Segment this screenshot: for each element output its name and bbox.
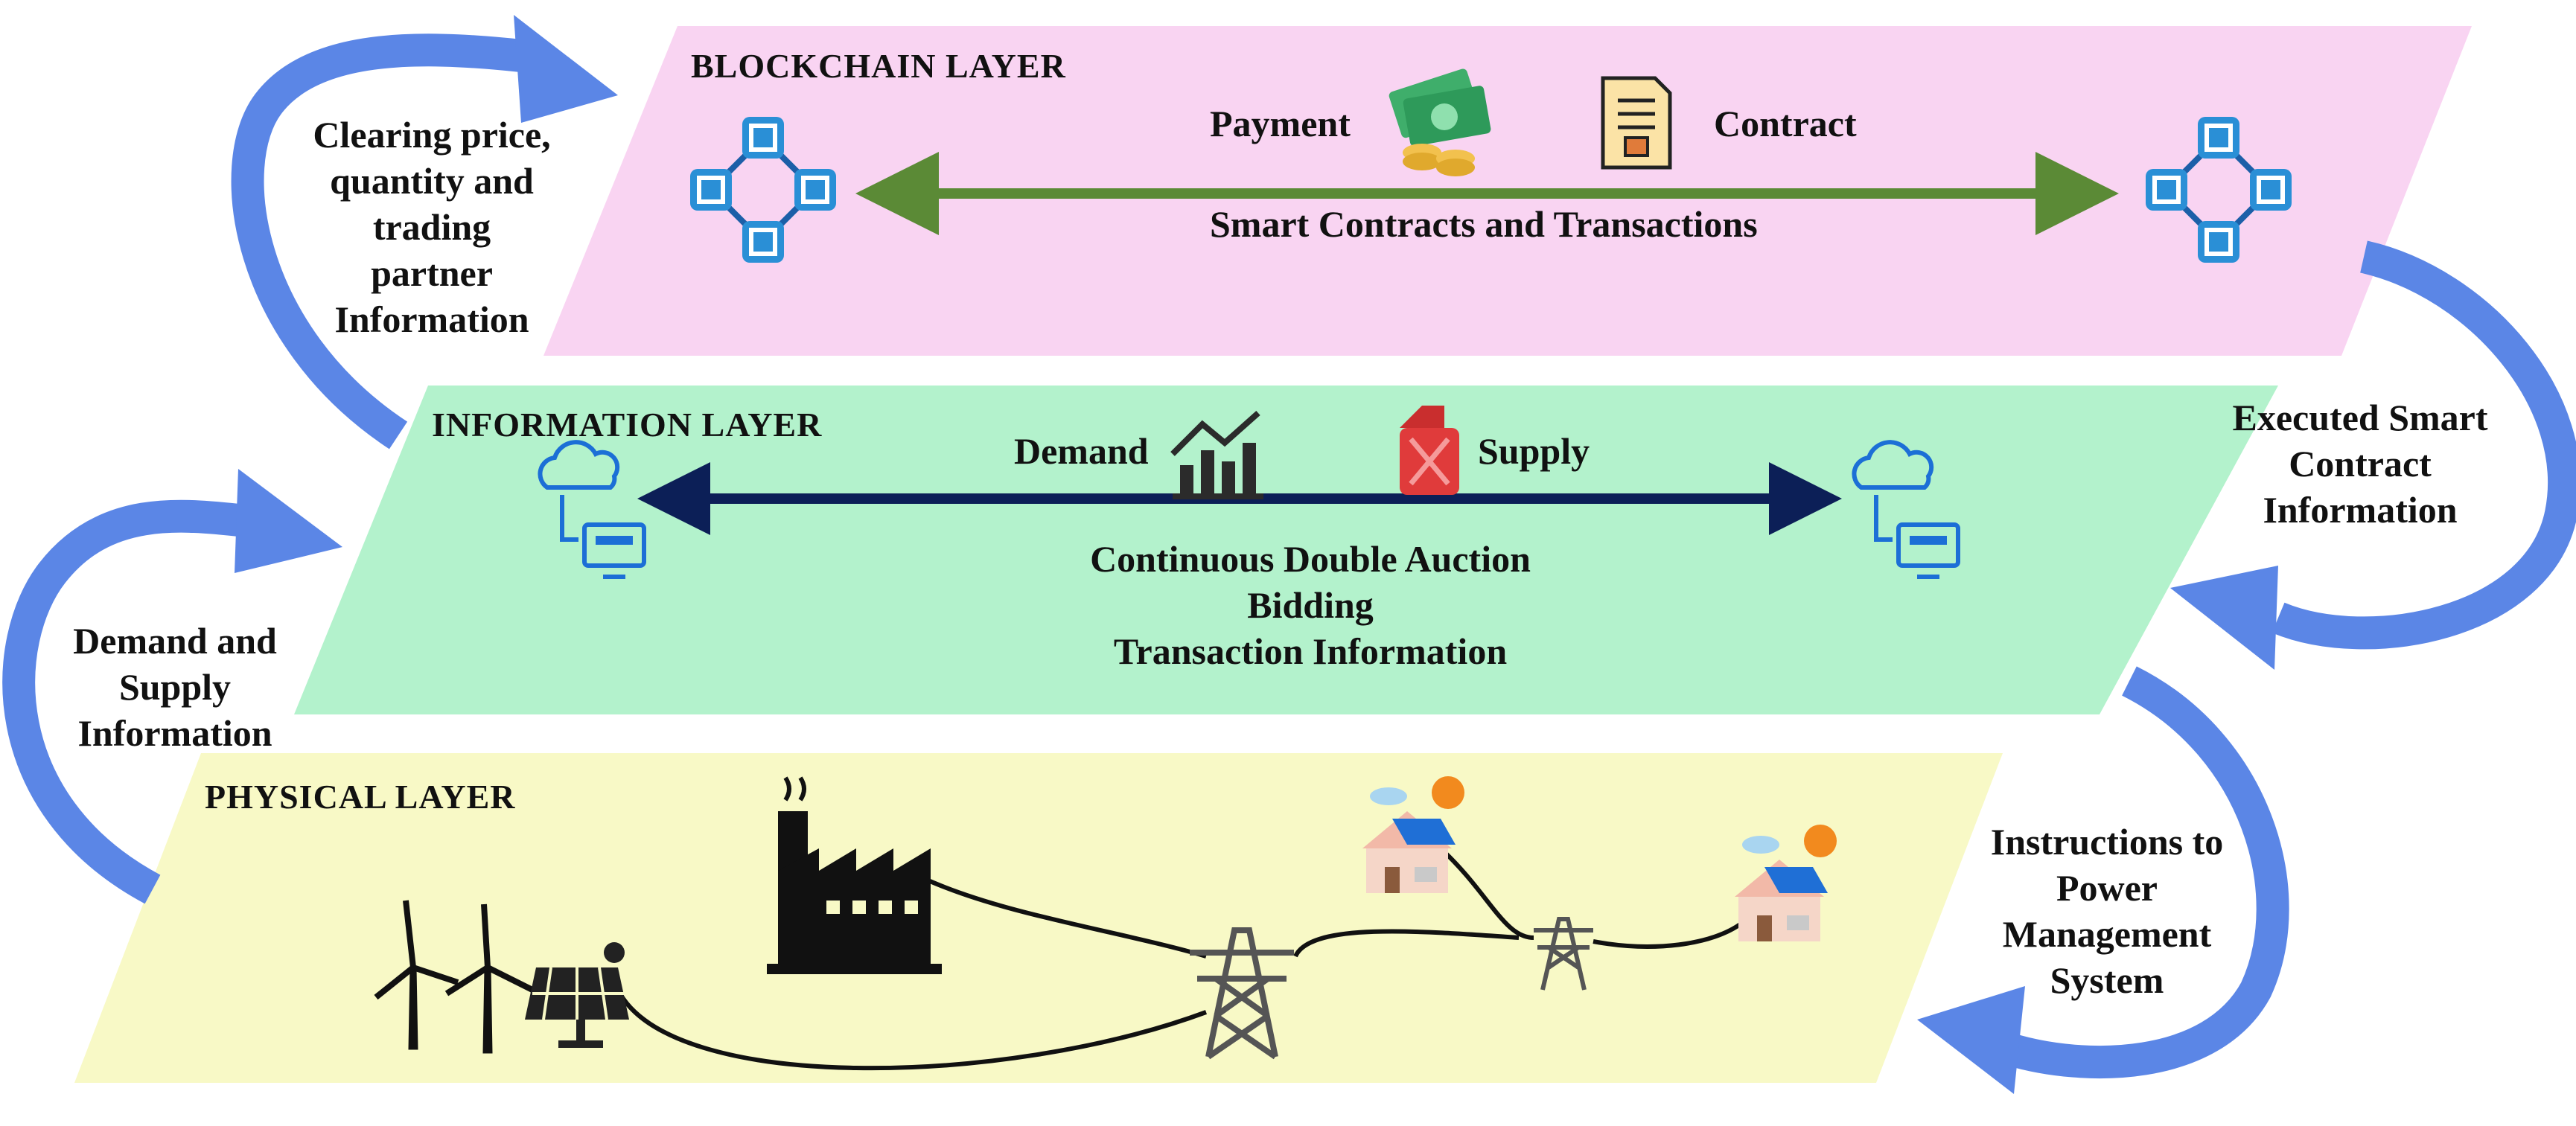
solar-house-icon bbox=[1735, 825, 1837, 941]
physical-layer-title: PHYSICAL LAYER bbox=[205, 778, 516, 816]
payment-label: Payment bbox=[1210, 103, 1351, 144]
blockchain-network-icon bbox=[2146, 117, 2292, 263]
flow-label-line: Executed Smart bbox=[2232, 397, 2488, 438]
wind-turbine-icon bbox=[374, 900, 459, 1050]
cloud-computer-icon bbox=[538, 440, 646, 579]
flow-arrow-to-blockchain bbox=[231, 15, 618, 450]
flow-label-line: Management bbox=[2002, 913, 2212, 955]
contract-document-icon bbox=[1601, 76, 1672, 170]
flow-label-line: quantity and bbox=[330, 160, 534, 202]
solar-house-icon bbox=[1362, 776, 1464, 893]
factory-icon bbox=[767, 776, 942, 974]
flow-arrow-to-physical bbox=[1917, 666, 2289, 1094]
flow-label-line: Supply bbox=[118, 666, 232, 708]
blockchain-network-icon bbox=[690, 117, 836, 263]
contract-label: Contract bbox=[1714, 103, 1857, 144]
fuel-can-icon bbox=[1400, 406, 1459, 495]
flow-label-line: Instructions to bbox=[1990, 821, 2224, 863]
flow-label-line: Information bbox=[334, 298, 529, 340]
flow-arrow-to-information bbox=[2, 469, 342, 904]
power-line bbox=[616, 846, 1744, 1071]
auction-caption: Continuous Double Auction Bidding Transa… bbox=[968, 536, 1653, 674]
flow-label-line: Power bbox=[2056, 867, 2158, 909]
wind-turbine-icon bbox=[444, 903, 534, 1054]
flow-label-line: System bbox=[2050, 959, 2164, 1001]
transmission-tower-icon bbox=[1190, 927, 1294, 1060]
supply-label: Supply bbox=[1478, 430, 1590, 472]
flow-label-line: Contract bbox=[2289, 443, 2432, 484]
flow-label-line: Information bbox=[2263, 489, 2458, 531]
money-icon bbox=[1389, 68, 1491, 176]
auction-caption-line: Continuous Double Auction bbox=[1090, 538, 1531, 580]
smart-contracts-caption: Smart Contracts and Transactions bbox=[1210, 203, 1758, 245]
flow-label-to-physical: Instructions to Power Management System bbox=[1951, 819, 2263, 1003]
flow-label-to-information: Demand and Supply Information bbox=[30, 618, 320, 756]
flow-arrow-from-blockchain bbox=[2170, 240, 2576, 670]
flow-label-line: partner bbox=[371, 252, 493, 294]
blockchain-layer-title: BLOCKCHAIN LAYER bbox=[691, 47, 1066, 85]
flow-label-line: Information bbox=[77, 712, 272, 754]
auction-caption-line: Transaction Information bbox=[1113, 630, 1508, 672]
information-layer-title: INFORMATION LAYER bbox=[432, 406, 823, 444]
demand-label: Demand bbox=[1014, 430, 1149, 472]
flow-label-line: trading bbox=[372, 206, 491, 248]
transmission-tower-icon bbox=[1534, 917, 1593, 991]
auction-caption-line: Bidding bbox=[1247, 584, 1374, 626]
bar-chart-trend-icon bbox=[1170, 411, 1263, 499]
flow-label-line: Clearing price, bbox=[313, 114, 551, 156]
cloud-computer-icon bbox=[1852, 440, 1960, 579]
flow-label-line: Demand and bbox=[73, 620, 277, 662]
flow-label-to-blockchain: Clearing price, quantity and trading par… bbox=[268, 112, 596, 342]
solar-panel-icon bbox=[525, 942, 629, 1048]
flow-label-from-blockchain: Executed Smart Contract Information bbox=[2204, 394, 2516, 533]
